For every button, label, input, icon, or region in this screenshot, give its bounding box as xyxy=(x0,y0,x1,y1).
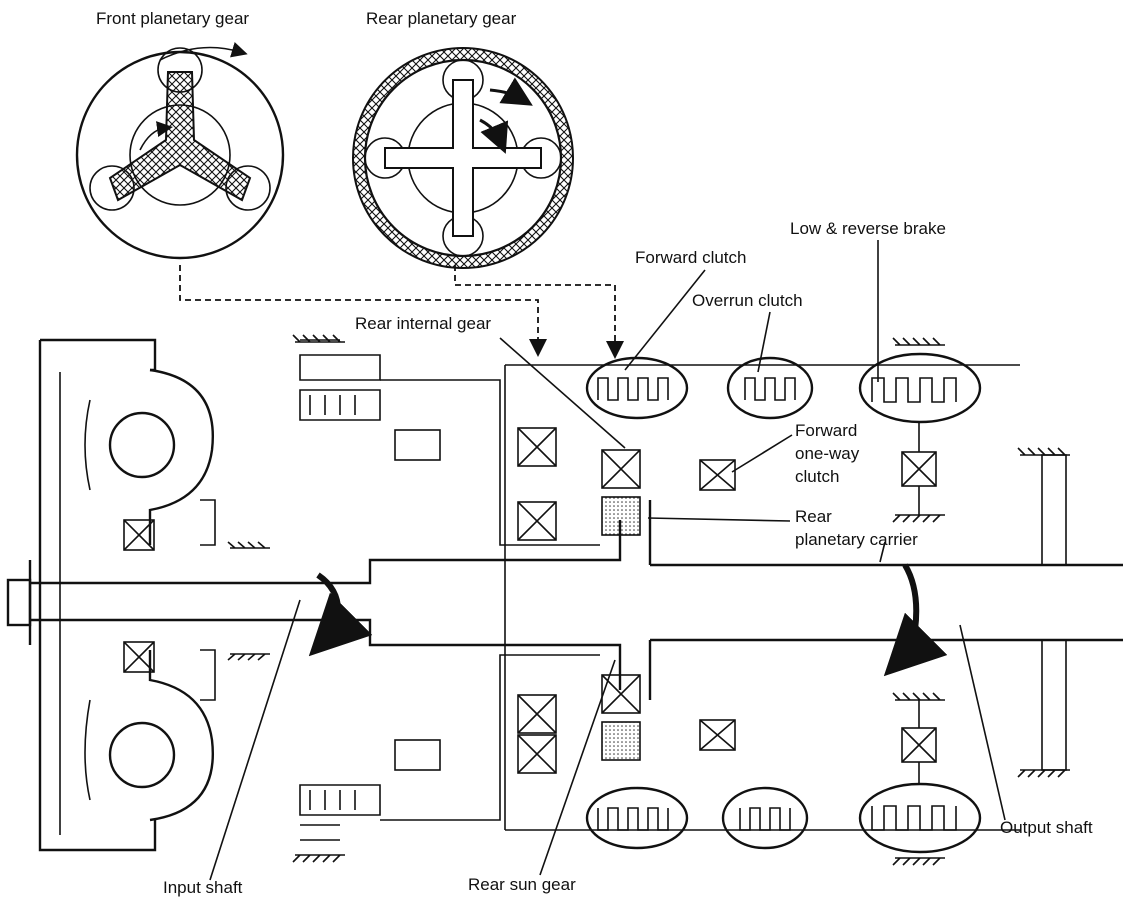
label-low-reverse-brake: Low & reverse brake xyxy=(790,219,946,238)
label-forward-clutch: Forward clutch xyxy=(635,248,746,267)
label-output-shaft: Output shaft xyxy=(1000,818,1093,837)
label-rear-planetary-carrier-1: Rear xyxy=(795,507,832,526)
front-planetary-gear-illustration xyxy=(75,42,285,260)
label-rear-planetary-gear: Rear planetary gear xyxy=(366,9,517,28)
label-rear-internal-gear: Rear internal gear xyxy=(355,314,491,333)
label-input-shaft: Input shaft xyxy=(163,878,243,897)
rear-planetary-gear-illustration xyxy=(352,47,574,269)
central-gearset xyxy=(299,339,1020,841)
clutch-packs xyxy=(292,334,1070,866)
label-forward-one-way-clutch-1: Forward xyxy=(795,421,857,440)
leader-lines xyxy=(209,240,1006,881)
label-rear-planetary-carrier-2: planetary carrier xyxy=(795,530,918,549)
main-shaft xyxy=(30,500,1123,700)
torque-converter xyxy=(6,338,270,852)
label-forward-one-way-clutch-3: clutch xyxy=(795,467,839,486)
label-forward-one-way-clutch-2: one-way xyxy=(795,444,860,463)
label-overrun-clutch: Overrun clutch xyxy=(692,291,803,310)
labels: Front planetary gear Rear planetary gear… xyxy=(96,9,1093,897)
label-front-planetary-gear: Front planetary gear xyxy=(96,9,249,28)
label-rear-sun-gear: Rear sun gear xyxy=(468,875,576,894)
dashed-leader-lines xyxy=(179,265,624,359)
